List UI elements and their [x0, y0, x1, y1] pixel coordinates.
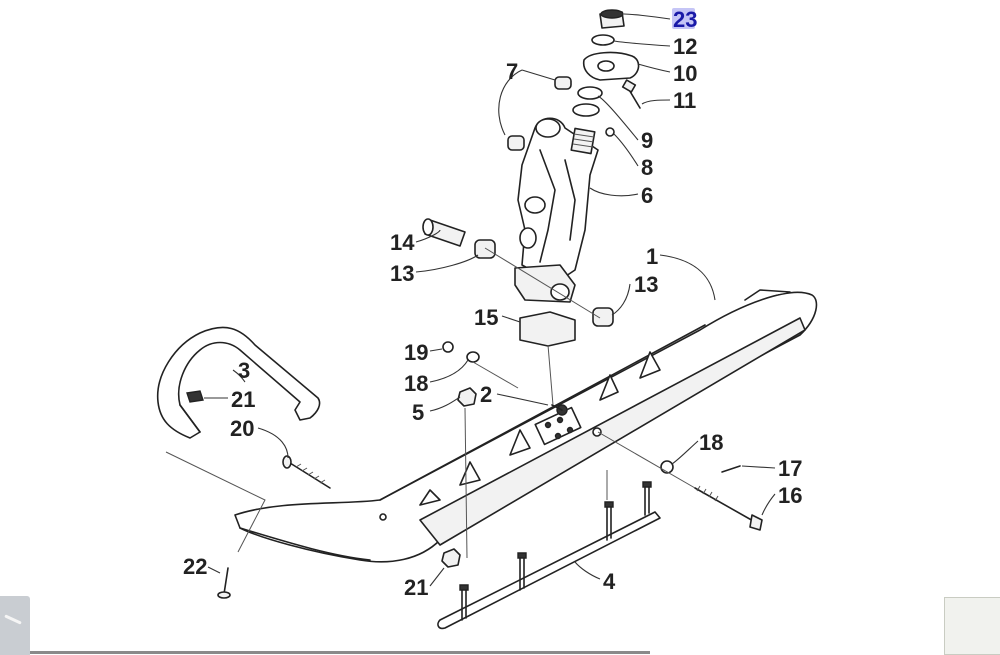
nut-part-21b — [441, 548, 461, 568]
callout-7[interactable]: 7 — [506, 59, 518, 84]
spindle — [514, 117, 599, 303]
bushing-part-13a — [474, 239, 496, 259]
grease-fitting-part-8 — [605, 127, 615, 137]
callout-11[interactable]: 11 — [673, 88, 696, 113]
callout-6[interactable]: 6 — [641, 183, 653, 208]
bushing-part-13b — [592, 307, 614, 327]
washer-part-9a — [577, 86, 603, 100]
callout-22[interactable]: 22 — [183, 554, 207, 579]
callout-23[interactable]: 23 — [673, 7, 697, 32]
next-page-button[interactable] — [944, 597, 1000, 655]
callout-13-right[interactable]: 13 — [634, 272, 658, 297]
washer-part-18a — [466, 351, 480, 363]
callouts: 23 12 10 11 7 9 8 6 14 13 1 13 15 19 18 … — [183, 7, 802, 600]
callout-17[interactable]: 17 — [778, 456, 802, 481]
callout-21-left[interactable]: 21 — [231, 387, 255, 412]
callout-19[interactable]: 19 — [404, 340, 428, 365]
callout-10[interactable]: 10 — [673, 61, 697, 86]
cotter-part-17 — [721, 465, 741, 473]
nut-part-21a — [186, 390, 204, 403]
callout-15[interactable]: 15 — [474, 305, 498, 330]
bolt-part-11 — [621, 79, 641, 109]
chevron-left-icon — [4, 614, 22, 625]
callout-9[interactable]: 9 — [641, 128, 653, 153]
ski-loop-handle — [156, 326, 321, 439]
callout-20[interactable]: 20 — [230, 416, 254, 441]
washer-part-12 — [591, 34, 615, 46]
callout-3[interactable]: 3 — [238, 358, 250, 383]
bolt-part-16 — [694, 485, 763, 531]
nut-part-5 — [457, 387, 477, 407]
callout-16[interactable]: 16 — [778, 483, 802, 508]
washer-part-18b — [660, 460, 674, 474]
pin-part-14 — [422, 218, 466, 247]
callout-4[interactable]: 4 — [603, 569, 616, 594]
damper-part-15 — [519, 311, 576, 347]
washer-part-9b — [572, 103, 600, 117]
leader-lines — [165, 13, 776, 587]
callout-1[interactable]: 1 — [646, 244, 658, 269]
callout-8[interactable]: 8 — [641, 155, 653, 180]
bolt-part-22 — [217, 567, 231, 599]
nut-part-19 — [442, 341, 454, 353]
bolt-part-2 — [551, 404, 568, 416]
divider — [30, 651, 650, 654]
callout-23-highlight — [672, 8, 695, 29]
bushing-part-7 — [507, 76, 572, 151]
callout-13-left[interactable]: 13 — [390, 261, 414, 286]
clamp-part-10 — [582, 51, 640, 81]
bolt-part-20 — [282, 455, 331, 489]
callout-21-bottom[interactable]: 21 — [404, 575, 428, 600]
previous-page-button[interactable] — [0, 596, 30, 655]
callout-18-right[interactable]: 18 — [699, 430, 723, 455]
callout-2[interactable]: 2 — [480, 382, 492, 407]
cap-part-23 — [599, 9, 625, 29]
callout-14[interactable]: 14 — [390, 230, 415, 255]
ski — [234, 289, 818, 563]
wear-bar — [437, 481, 661, 630]
callout-12[interactable]: 12 — [673, 34, 697, 59]
callout-18-left[interactable]: 18 — [404, 371, 428, 396]
callout-5[interactable]: 5 — [412, 400, 424, 425]
